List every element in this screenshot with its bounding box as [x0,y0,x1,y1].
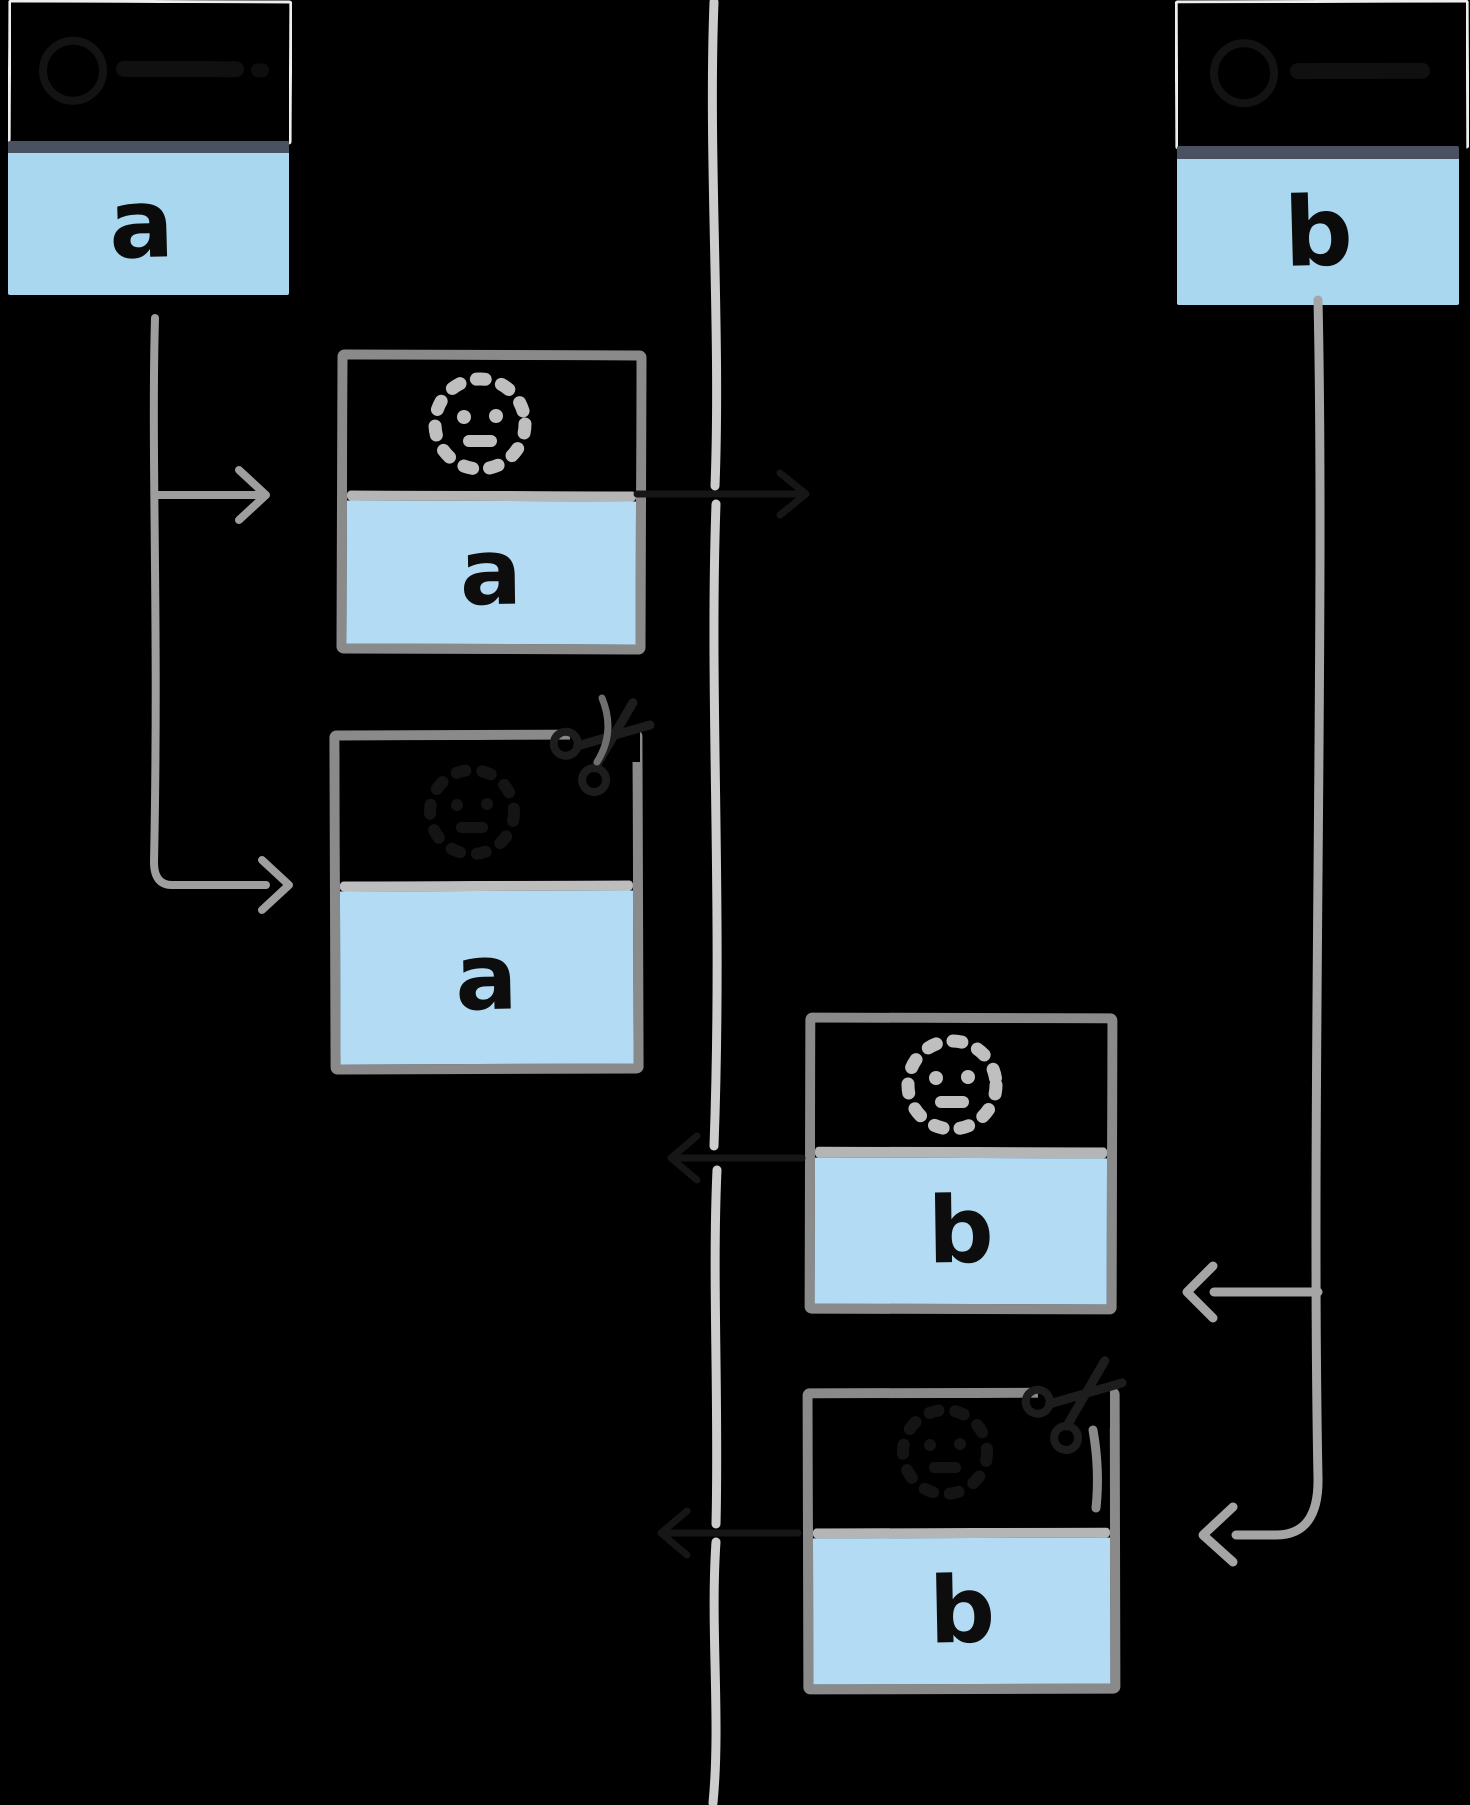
thread-b-lifeline [1182,295,1325,1567]
message-box-b-pending: b [804,1012,1118,1315]
thread-b-label: b [1282,175,1354,289]
timeline [707,0,722,1805]
cut-notch-b [1038,1380,1110,1428]
thread-a-label-strip: a [8,141,289,295]
message-box-b-pending-body: b [814,1157,1108,1305]
message-box-a-pending-body: a [346,500,637,645]
thread-a-header-box [7,0,293,145]
thread-b-arrowhead-1 [1182,1261,1218,1323]
message-box-b-cancelled: b [802,1387,1121,1695]
thread-a-arrowhead-2 [258,856,293,914]
thread-b-header-box [1174,0,1470,150]
cut-notch-a [570,722,640,762]
message-box-a-pending-top [347,359,637,492]
hidden-header-scribble-a [39,36,270,105]
message-b-cancelled-label: b [927,1556,996,1665]
message-box-a-cancelled: a [329,729,644,1075]
message-a-cancelled-label: a [454,922,519,1032]
message-box-a-cancelled-body: a [339,890,634,1065]
message-box-b-cancelled-body: b [812,1537,1111,1685]
thread-a-label: a [107,167,176,281]
message-box-b-pending-divider [815,1146,1108,1159]
message-b-pending-label: b [927,1176,995,1285]
thread-a-lifeline [149,314,293,914]
thread-b-arrowhead-2 [1198,1502,1238,1567]
message-box-a-pending: a [336,349,647,655]
message-box-b-pending-top [815,1022,1108,1148]
thread-b-label-strip: b [1177,146,1459,305]
message-a-pending-label: a [459,518,524,626]
thread-a-arrowhead-1 [235,466,270,524]
hidden-header-scribble-b [1209,39,1430,108]
hidden-message-arrows [633,469,810,1559]
